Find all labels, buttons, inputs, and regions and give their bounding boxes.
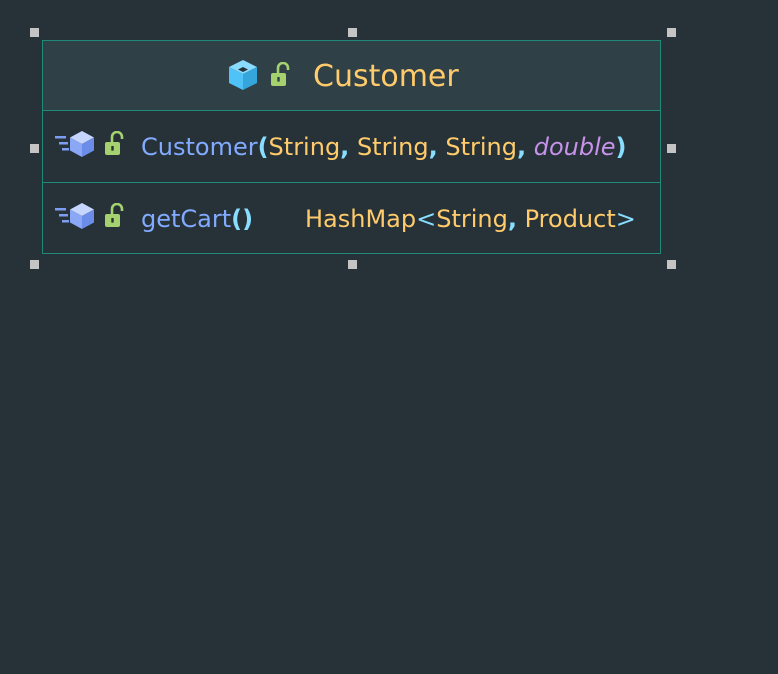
return-type-base: HashMap	[305, 205, 417, 233]
class-header[interactable]: Customer	[43, 41, 660, 111]
class-cube-icon	[227, 58, 259, 96]
resize-handle-right[interactable]	[667, 144, 676, 153]
uml-class-node[interactable]: Customer	[42, 40, 661, 254]
generic-separator: ,	[507, 205, 517, 233]
class-name: Customer	[313, 59, 459, 94]
param-type: String	[356, 133, 429, 161]
member-row-method[interactable]: getCart() HashMap<String, Product>	[43, 183, 660, 255]
method-name: getCart	[141, 205, 232, 233]
member-row-constructor[interactable]: Customer(String, String, String, double)	[43, 111, 660, 183]
resize-handle-top-left[interactable]	[30, 28, 39, 37]
resize-handle-top[interactable]	[348, 28, 357, 37]
resize-handle-bottom[interactable]	[348, 260, 357, 269]
generic-arg: String	[436, 205, 508, 233]
param-type: String	[268, 133, 341, 161]
generic-open: <	[416, 205, 437, 233]
close-paren: )	[615, 133, 627, 161]
param-separator: ,	[428, 133, 438, 161]
unlocked-padlock-icon	[269, 61, 293, 92]
param-type-primitive: double	[533, 133, 616, 161]
method-parens: ()	[231, 205, 254, 233]
resize-handle-left[interactable]	[30, 144, 39, 153]
return-type: HashMap<String, Product>	[305, 201, 636, 237]
param-separator: ,	[340, 133, 350, 161]
constructor-name: Customer	[141, 133, 258, 161]
open-paren: (	[257, 133, 269, 161]
unlocked-padlock-icon	[103, 202, 127, 235]
generic-arg: Product	[524, 205, 616, 233]
generic-close: >	[615, 205, 636, 233]
method-cube-icon	[55, 130, 95, 164]
method-cube-icon	[55, 202, 95, 236]
param-type: String	[445, 133, 517, 161]
unlocked-padlock-icon	[103, 130, 127, 163]
resize-handle-top-right[interactable]	[667, 28, 676, 37]
resize-handle-bottom-left[interactable]	[30, 260, 39, 269]
resize-handle-bottom-right[interactable]	[667, 260, 676, 269]
param-separator: ,	[516, 133, 527, 161]
